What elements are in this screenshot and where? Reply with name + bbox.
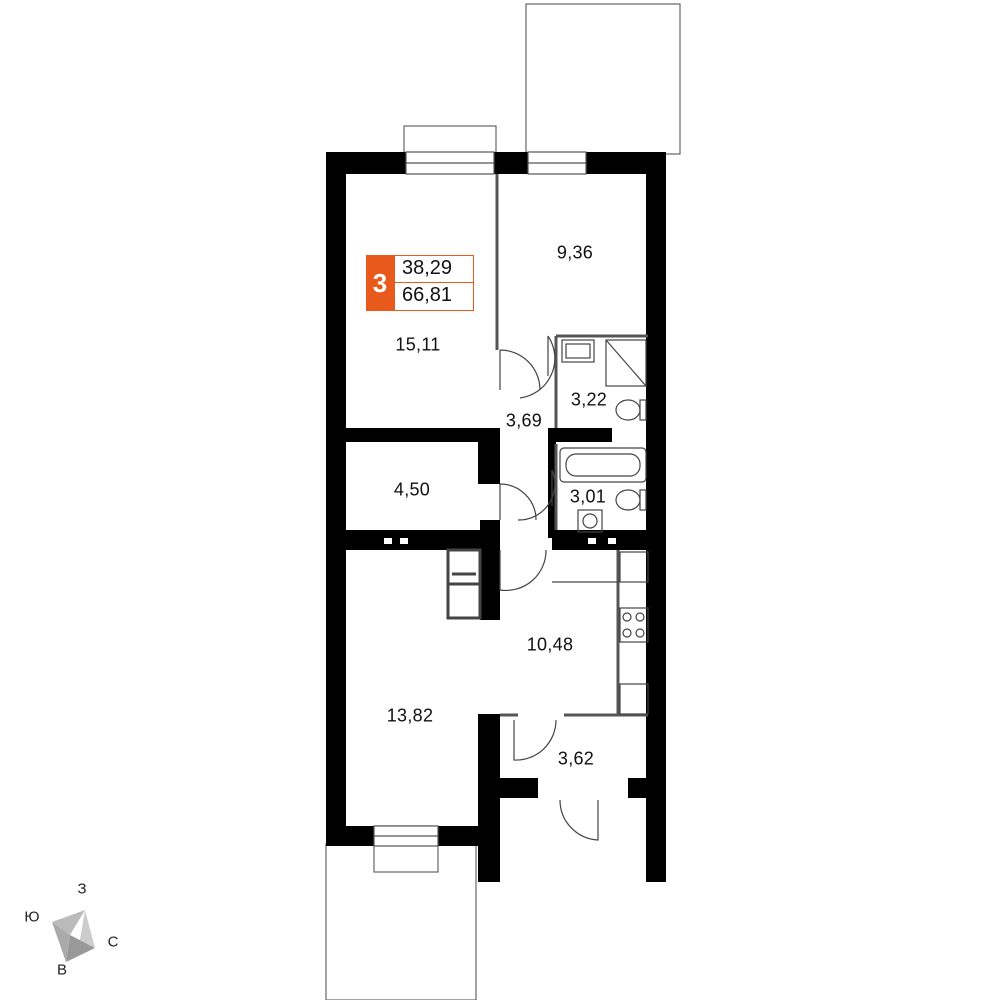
room-area-label: 3,69 bbox=[505, 410, 543, 431]
door-bedroom-1 bbox=[499, 349, 541, 391]
stove bbox=[619, 607, 649, 643]
door-living bbox=[499, 549, 547, 592]
sink-1 bbox=[561, 339, 595, 363]
wall-h-1b bbox=[478, 428, 500, 484]
apartment-badge: 3 38,29 66,81 bbox=[366, 255, 474, 311]
toilet-1 bbox=[615, 399, 641, 421]
partitions bbox=[495, 174, 648, 717]
room-area-label: 15,11 bbox=[395, 334, 441, 355]
room-area-label: 9,36 bbox=[556, 242, 594, 263]
room-area-label: 4,50 bbox=[393, 479, 431, 500]
windows bbox=[373, 151, 587, 847]
wall-h-wc bbox=[552, 428, 612, 442]
compass-east: С bbox=[107, 933, 119, 951]
door-storage bbox=[499, 483, 537, 521]
living-area-value: 38,29 bbox=[402, 257, 453, 279]
door-entry bbox=[559, 799, 599, 841]
room-area-label: 3,62 bbox=[557, 748, 595, 769]
wall-top-mid bbox=[494, 152, 528, 174]
total-area-value: 66,81 bbox=[402, 284, 453, 306]
fridge bbox=[619, 683, 649, 715]
balcony-bottom bbox=[325, 843, 477, 1000]
wall-h-2 bbox=[346, 530, 498, 550]
wall-right bbox=[646, 152, 666, 882]
compass-icon bbox=[52, 910, 95, 962]
room-area-label: 3,22 bbox=[570, 389, 608, 410]
kitchen-sink bbox=[619, 551, 649, 583]
fixtures bbox=[552, 339, 649, 715]
wardrobe bbox=[446, 548, 482, 620]
door-kitchen-corr bbox=[513, 719, 557, 761]
door-bedroom-2 bbox=[519, 335, 556, 399]
balcony-top-right bbox=[525, 3, 681, 155]
walls bbox=[326, 152, 666, 882]
bathtub bbox=[559, 447, 647, 483]
shower bbox=[605, 339, 647, 387]
wall-left bbox=[326, 152, 346, 846]
wall-corr-r bbox=[628, 778, 648, 798]
wall-stub-bottom bbox=[478, 714, 500, 882]
door-bath bbox=[517, 469, 556, 521]
wall-h-1 bbox=[346, 428, 498, 442]
room-area-label: 13,82 bbox=[386, 705, 434, 726]
wall-corr-l bbox=[498, 778, 538, 798]
wall-bottom-left bbox=[326, 826, 374, 846]
compass-west: Ю bbox=[24, 908, 40, 926]
room-count: 3 bbox=[366, 255, 394, 311]
room-area-label: 10,48 bbox=[526, 634, 574, 655]
room-area-label: 3,01 bbox=[569, 486, 607, 507]
washing-machine bbox=[577, 509, 603, 533]
doors bbox=[499, 335, 599, 841]
wall-h-3 bbox=[552, 530, 648, 550]
toilet-2 bbox=[615, 489, 641, 511]
wall-v-2 bbox=[480, 520, 500, 620]
balcony-top-left bbox=[403, 125, 497, 155]
compass-north: З bbox=[77, 880, 87, 898]
compass-south: В bbox=[56, 961, 68, 979]
